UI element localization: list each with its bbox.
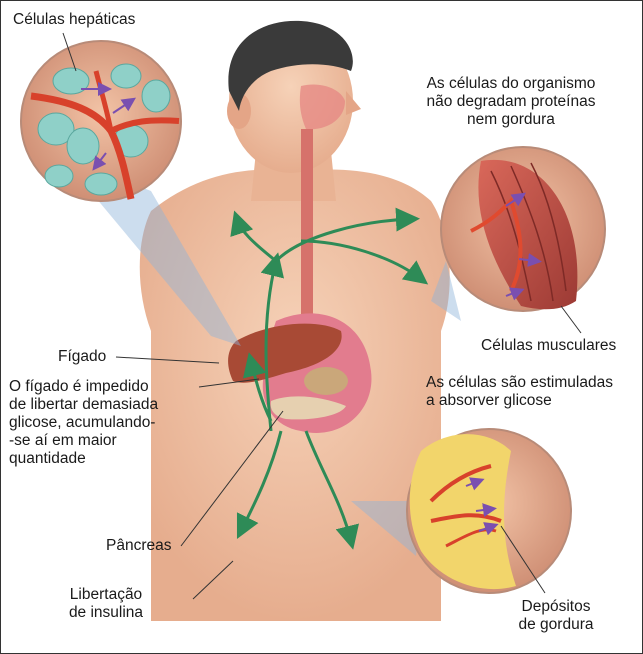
hepatic-cells-circle xyxy=(21,41,181,201)
label-liver-note: O fígado é impedido de libertar demasiad… xyxy=(9,378,158,468)
muscle-cells-circle xyxy=(441,147,605,311)
stomach-contents xyxy=(304,367,348,395)
esophagus xyxy=(301,129,313,331)
fat-deposits-circle xyxy=(407,429,571,593)
label-stimulated-cells: As células são estimuladas a absorver gl… xyxy=(426,374,613,410)
label-liver: Fígado xyxy=(58,348,106,366)
label-muscle-cells: Células musculares xyxy=(481,337,616,355)
label-fat-deposits: Depósitos de gordura xyxy=(501,598,611,634)
label-pancreas: Pâncreas xyxy=(106,537,171,555)
label-body-cells-note: As células do organismo não degradam pro… xyxy=(396,75,626,129)
label-insulin-release: Libertação de insulina xyxy=(51,586,161,622)
label-hepatic-cells: Células hepáticas xyxy=(13,11,135,29)
